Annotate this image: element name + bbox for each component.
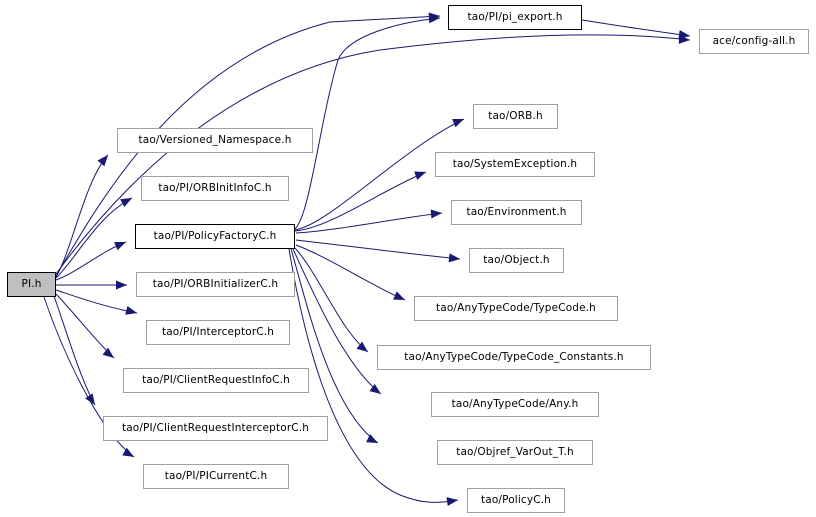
- graph-node-clientrequestinfoc[interactable]: tao/PI/ClientRequestInfoC.h: [123, 368, 309, 393]
- graph-node-label: tao/PI/pi_export.h: [467, 11, 563, 24]
- graph-arrowhead-policyfactoryc-policyc: [446, 497, 458, 506]
- graph-arrowhead-policyfactoryc-typecode: [393, 291, 405, 300]
- graph-node-label: tao/PI/PICurrentC.h: [164, 470, 268, 483]
- graph-node-label: tao/AnyTypeCode/Any.h: [451, 398, 579, 411]
- graph-arrowhead-policyfactoryc-any_h: [369, 383, 381, 394]
- graph-node-interceptorc[interactable]: tao/PI/InterceptorC.h: [146, 320, 290, 345]
- graph-node-orb_h[interactable]: tao/ORB.h: [473, 104, 558, 129]
- graph-edge-pi_h-to-policyfactoryc: [55, 241, 127, 281]
- graph-edge-policyfactoryc-to-systemexception: [294, 171, 427, 232]
- graph-node-label: tao/PI/ORBInitializerC.h: [152, 278, 279, 291]
- graph-arrowhead-pi_h-clientrequestintc: [85, 393, 95, 405]
- graph-arrowhead-pi_h-orbinitializerc: [116, 280, 127, 290]
- graph-node-policyfactoryc[interactable]: tao/PI/PolicyFactoryC.h: [135, 224, 295, 249]
- graph-node-label: PI.h: [21, 278, 42, 291]
- graph-arrowhead-policyfactoryc-environment: [430, 209, 442, 219]
- graph-node-label: tao/PolicyC.h: [481, 494, 551, 507]
- graph-node-objref_varout[interactable]: tao/Objref_VarOut_T.h: [437, 440, 593, 465]
- graph-edge-pi_h-to-versioned_namespace: [55, 154, 109, 278]
- graph-edge-policyfactoryc-to-typecode: [295, 244, 406, 301]
- graph-arrowhead-policyfactoryc-typecode_constants: [356, 341, 368, 352]
- graph-edge-pi_h-to-interceptorc: [55, 289, 138, 314]
- graph-node-policyc[interactable]: tao/PolicyC.h: [467, 488, 565, 513]
- graph-node-picurrentc[interactable]: tao/PI/PICurrentC.h: [143, 464, 289, 489]
- graph-node-orbinitializerc[interactable]: tao/PI/ORBInitializerC.h: [136, 272, 295, 297]
- graph-node-label: tao/SystemException.h: [452, 158, 578, 171]
- graph-node-systemexception[interactable]: tao/SystemException.h: [435, 152, 595, 177]
- graph-arrowhead-policyfactoryc-systemexception: [414, 171, 426, 180]
- graph-edge-pi_export-to-config_all: [581, 19, 691, 37]
- graph-node-pi_export[interactable]: tao/PI/pi_export.h: [448, 5, 582, 30]
- graph-node-label: tao/AnyTypeCode/TypeCode.h: [436, 302, 596, 315]
- graph-node-any_h[interactable]: tao/AnyTypeCode/Any.h: [431, 392, 599, 417]
- graph-node-typecode_constants[interactable]: tao/AnyTypeCode/TypeCode_Constants.h: [377, 345, 651, 370]
- graph-node-orbinitinfoc[interactable]: tao/PI/ORBInitInfoC.h: [141, 176, 289, 201]
- graph-node-label: tao/PI/ClientRequestInfoC.h: [142, 374, 290, 387]
- graph-edge-policyfactoryc-to-typecode_constants: [294, 247, 369, 353]
- graph-edge-policyfactoryc-to-objref_varout: [290, 248, 379, 444]
- graph-arrowhead-pi_h-interceptorc: [125, 305, 137, 315]
- graph-arrowhead-pi_h-pi_export: [428, 12, 440, 22]
- graph-arrowhead-pi_h-versioned_namespace: [97, 155, 108, 167]
- graph-arrowhead-pi_h-clientrequestinfoc: [102, 347, 114, 358]
- graph-arrowhead-pi_h-orbinitinfoc: [120, 198, 132, 208]
- graph-node-versioned_namespace[interactable]: tao/Versioned_Namespace.h: [117, 128, 313, 153]
- graph-node-typecode[interactable]: tao/AnyTypeCode/TypeCode.h: [414, 296, 618, 321]
- graph-node-object_h[interactable]: tao/Object.h: [469, 248, 564, 273]
- graph-arrowhead-pi_export-config_all: [678, 30, 690, 39]
- graph-edge-pi_h-to-clientrequestinfoc: [55, 293, 115, 359]
- graph-arrowhead-policyfactoryc-pi_export: [428, 14, 440, 24]
- graph-edge-pi_h-to-orbinitinfoc: [55, 197, 133, 279]
- graph-node-label: tao/ORB.h: [488, 110, 543, 123]
- graph-arrowhead-pi_h-config_all: [678, 34, 690, 44]
- graph-arrowhead-pi_h-picurrentc: [122, 447, 134, 457]
- graph-node-label: ace/config-all.h: [712, 35, 796, 48]
- graph-edge-policyfactoryc-to-object_h: [295, 239, 461, 260]
- graph-node-label: tao/Versioned_Namespace.h: [138, 134, 292, 147]
- graph-arrowhead-policyfactoryc-object_h: [448, 253, 460, 263]
- graph-arrowhead-policyfactoryc-objref_varout: [366, 434, 378, 443]
- graph-arrowhead-pi_h-policyfactoryc: [114, 241, 126, 251]
- graph-node-label: tao/AnyTypeCode/TypeCode_Constants.h: [404, 351, 624, 364]
- graph-arrowhead-policyfactoryc-orb_h: [452, 118, 464, 128]
- graph-node-label: tao/Environment.h: [466, 206, 567, 219]
- graph-edge-policyfactoryc-to-environment: [295, 212, 443, 234]
- graph-edge-policyfactoryc-to-pi_export: [294, 17, 441, 230]
- graph-node-environment[interactable]: tao/Environment.h: [451, 200, 582, 225]
- graph-node-clientrequestintc[interactable]: tao/PI/ClientRequestInterceptorC.h: [103, 416, 328, 441]
- graph-edge-pi_h-to-clientrequestintc: [53, 295, 96, 406]
- graph-node-label: tao/PI/ORBInitInfoC.h: [158, 182, 272, 195]
- graph-edge-policyfactoryc-to-policyc: [288, 248, 459, 503]
- graph-node-config_all[interactable]: ace/config-all.h: [699, 29, 809, 54]
- graph-node-label: tao/PI/InterceptorC.h: [161, 326, 275, 339]
- graph-node-pi_h[interactable]: PI.h: [7, 272, 56, 297]
- graph-node-label: tao/PI/ClientRequestInterceptorC.h: [121, 422, 310, 435]
- graph-node-label: tao/PI/PolicyFactoryC.h: [153, 230, 277, 243]
- graph-node-label: tao/Objref_VarOut_T.h: [456, 446, 574, 459]
- graph-node-label: tao/Object.h: [483, 254, 550, 267]
